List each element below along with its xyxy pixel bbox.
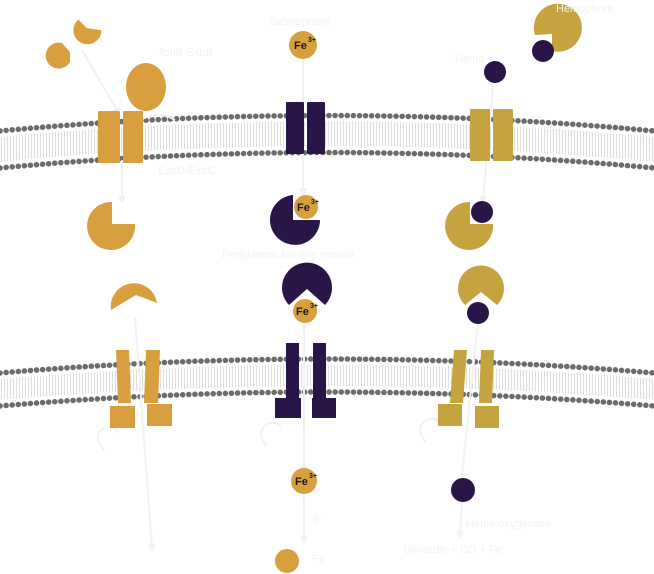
pacman-shape-icon <box>110 283 157 310</box>
periplasmic-binding-protein: Fe 3+ <box>282 262 332 323</box>
labels: Siderophore Hemophore Heme TonB-ExbB Exb… <box>158 3 613 565</box>
outer-receptor-left <box>98 111 143 163</box>
fe-label: Fe <box>295 476 308 488</box>
inner-membrane-transporter-left <box>110 350 172 428</box>
fe-charge: 3+ <box>308 37 316 44</box>
iron-sphere-icon: Fe 3+ <box>289 31 317 59</box>
fe-charge: 3+ <box>309 473 317 480</box>
ferrous-iron-sphere <box>275 549 299 573</box>
outer-receptor-middle <box>286 102 325 154</box>
hemophore-shape <box>533 3 582 52</box>
iron-sphere-icon: Fe 3+ <box>291 468 317 494</box>
products-label: biliverdin + CO + Fe <box>404 544 502 556</box>
exbd-label: ExbD-ExbC <box>158 165 216 177</box>
heme-oxygenase-label: Heme oxygenase <box>466 518 552 530</box>
fe-label: Fe <box>294 40 307 52</box>
inner-membrane-transporter-middle <box>275 343 336 418</box>
siderophore-label: Siderophore <box>270 16 330 28</box>
periplasmic-label: Periplasmic binding protein <box>222 249 354 261</box>
heme-sphere-icon <box>532 40 554 62</box>
tonb-exbb-protein <box>126 63 166 111</box>
tonb-label: TonB-ExbB <box>158 47 213 59</box>
siderophore-complex: Fe 3+ <box>270 195 320 245</box>
heme-sphere-icon <box>484 61 506 83</box>
reduction-label: Fe <box>312 553 325 565</box>
electron-label: e⁻ <box>313 513 325 525</box>
inner-membrane-transporter-right <box>438 350 499 428</box>
rotation-arrow-icon <box>97 417 441 451</box>
heme-periplasmic-protein <box>458 265 505 324</box>
heme-sphere-icon <box>451 478 475 502</box>
fe-label: Fe <box>297 202 310 214</box>
pacman-shape-icon <box>45 19 102 69</box>
fe-label: Fe <box>296 306 309 318</box>
outer-membrane <box>0 112 654 171</box>
pacman-shape-icon <box>87 201 136 250</box>
hemophore-label: Hemophore <box>556 3 613 15</box>
fe-charge: 3+ <box>311 199 319 206</box>
heme-binding-complex <box>445 201 494 250</box>
outer-receptor-right <box>470 109 513 161</box>
heme-label: Heme <box>455 53 484 65</box>
fe-charge: 3+ <box>310 303 318 310</box>
